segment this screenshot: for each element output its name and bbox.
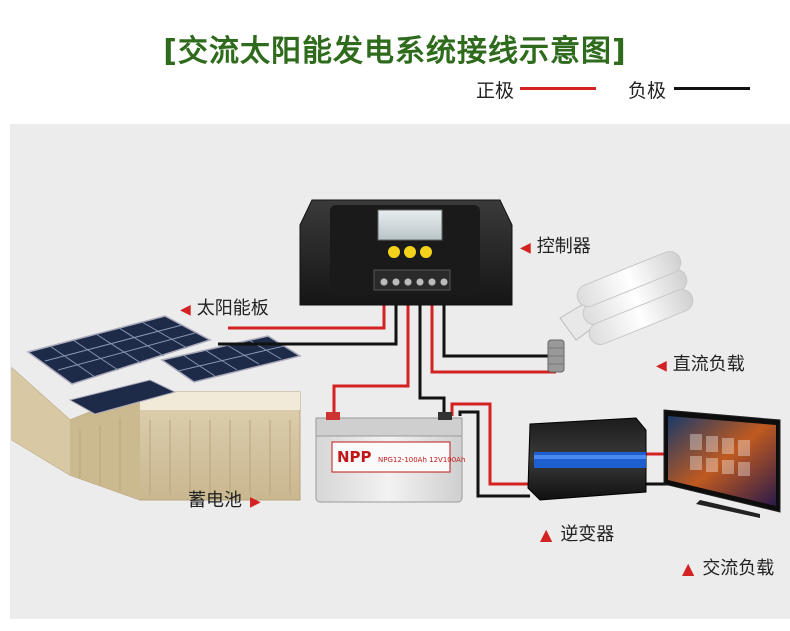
- legend-positive-label: 正极: [476, 80, 515, 102]
- cfl-bulb-icon: [547, 251, 694, 373]
- inverter-icon: [527, 417, 647, 501]
- arrow-left-icon: ◀: [656, 358, 667, 374]
- arrow-up-icon: ▲: [682, 559, 695, 578]
- battery-model: NPG12-100Ah 12V100Ah: [378, 456, 466, 464]
- arrow-left-icon: ◀: [180, 302, 191, 318]
- legend-negative-label: 负极: [628, 80, 667, 102]
- battery-brand: NPP: [337, 448, 372, 466]
- diagram-title: [交流太阳能发电系统接线示意图]: [163, 34, 627, 69]
- arrow-right-icon: ▶: [250, 494, 261, 510]
- label-dc-load: ◀直流负载: [656, 354, 745, 375]
- wires: [218, 288, 670, 498]
- battery-icon: [315, 412, 463, 503]
- television-icon: [663, 409, 781, 518]
- label-solar-panel: ◀太阳能板: [180, 298, 269, 319]
- legend-positive-line: [520, 87, 596, 90]
- charge-controller-icon: [299, 199, 513, 306]
- label-battery: 蓄电池▶: [188, 490, 261, 511]
- label-inverter: ▲逆变器: [540, 524, 615, 545]
- legend-negative-line: [674, 87, 750, 90]
- solar-panel-house-icon: [11, 315, 302, 501]
- label-controller: ◀控制器: [520, 236, 591, 257]
- arrow-left-icon: ◀: [520, 240, 531, 256]
- label-ac-load: ▲交流负载: [682, 558, 775, 579]
- arrow-up-icon: ▲: [540, 525, 553, 544]
